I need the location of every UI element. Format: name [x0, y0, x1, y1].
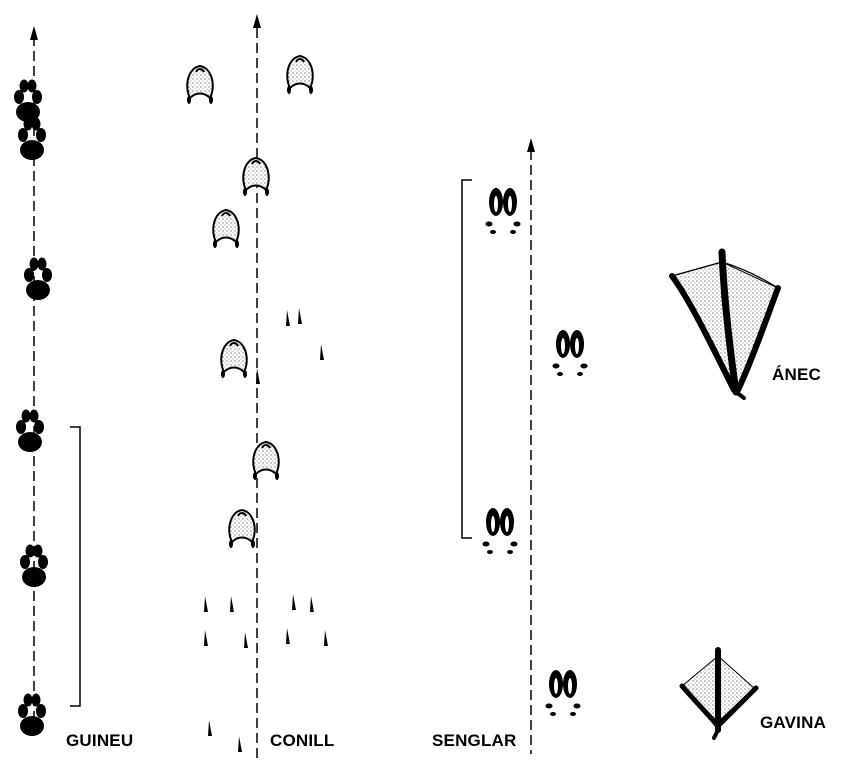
rabbit-print	[286, 310, 290, 326]
rabbit-print	[204, 630, 208, 646]
rabbit-print	[208, 720, 212, 736]
boar-stride-bracket	[462, 180, 472, 538]
gull-label: GAVINA	[760, 713, 826, 733]
rabbit-print	[286, 628, 290, 644]
rabbit-print	[287, 56, 313, 94]
boar-track-arrow	[527, 138, 535, 152]
fox-print	[16, 410, 44, 453]
duck-foot	[672, 252, 778, 398]
fox-label: GUINEU	[66, 731, 133, 751]
rabbit-label: CONILL	[270, 731, 334, 751]
rabbit-print	[324, 630, 328, 646]
rabbit-print	[253, 442, 279, 480]
boar-print	[553, 330, 588, 376]
rabbit-print	[243, 158, 269, 196]
fox-print	[18, 118, 46, 161]
boar-label: SENGLAR	[432, 731, 517, 751]
fox-track-arrow	[30, 26, 38, 40]
rabbit-print	[310, 596, 314, 612]
rabbit-print	[221, 340, 247, 378]
rabbit-print	[204, 596, 208, 612]
boar-print	[486, 188, 521, 234]
rabbit-print	[298, 308, 302, 324]
rabbit-print	[256, 368, 260, 384]
rabbit-print	[238, 736, 242, 752]
rabbit-print	[320, 344, 324, 360]
duck-label: ÁNEC	[772, 365, 821, 385]
rabbit-track-arrow	[253, 14, 261, 28]
rabbit-track	[187, 14, 328, 760]
boar-print	[546, 670, 581, 716]
rabbit-print	[230, 596, 234, 612]
fox-print	[18, 694, 46, 737]
boar-track	[462, 138, 588, 754]
rabbit-print	[292, 594, 296, 610]
rabbit-print	[213, 210, 239, 248]
rabbit-print	[229, 510, 255, 548]
boar-print	[483, 508, 518, 554]
fox-print	[14, 80, 42, 123]
gull-foot	[682, 650, 756, 738]
rabbit-print	[244, 632, 248, 648]
fox-track	[14, 26, 80, 736]
fox-print	[24, 258, 52, 301]
rabbit-print	[187, 66, 213, 104]
fox-stride-bracket	[70, 427, 80, 706]
